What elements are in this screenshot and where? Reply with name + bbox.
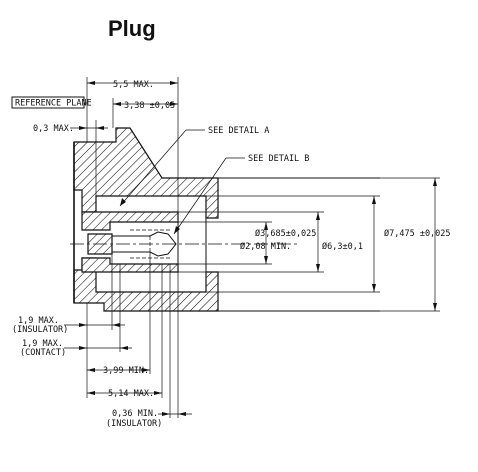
dim-3-38: 3,38 ±0,05 [124,101,175,111]
inner-cavity-outline [110,221,179,265]
dia-3-685-label: Ø3,685±0,025 [255,228,316,239]
dim-1-9-insulator-value: 1,9 MAX. [18,316,59,326]
dim-5-5-max: 5,5 MAX. [113,80,154,90]
see-detail-b: SEE DETAIL B [248,154,309,164]
upper-shell-section [73,127,219,219]
reference-plane-box [11,96,85,109]
dia-2-08-label: Ø2,08 MIN. [240,241,291,252]
plug-body [73,127,380,312]
dia-6-3-label: Ø6,3±0,1 [322,241,363,252]
bottom-dimensions [64,252,192,418]
dim-5-14-max: 5,14 MAX. [108,389,154,399]
dim-0-36-value: 0,36 MIN. [112,409,158,419]
detail-leaders [119,129,245,235]
dim-3-99-min: 3,99 MIN. [103,366,149,376]
dia-7-475-label: Ø7,475 ±0,025 [384,228,451,239]
dim-1-9-contact-note: (CONTACT) [20,348,66,358]
dim-1-9-contact-value: 1,9 MAX. [22,339,63,349]
dim-0-3-max: 0,3 MAX. [33,124,74,134]
upper-insulator-section [81,211,179,231]
dim-0-36-note: (INSULATOR) [106,419,162,429]
top-dimensions [70,77,179,212]
lower-insulator-section [81,257,179,273]
dim-1-9-insulator-note: (INSULATOR) [12,325,68,335]
see-detail-a: SEE DETAIL A [208,126,269,136]
reference-plane-label: REFERENCE PLANE [15,99,92,109]
drawing-title: Plug [108,16,156,41]
diameter-dimensions [178,177,440,312]
